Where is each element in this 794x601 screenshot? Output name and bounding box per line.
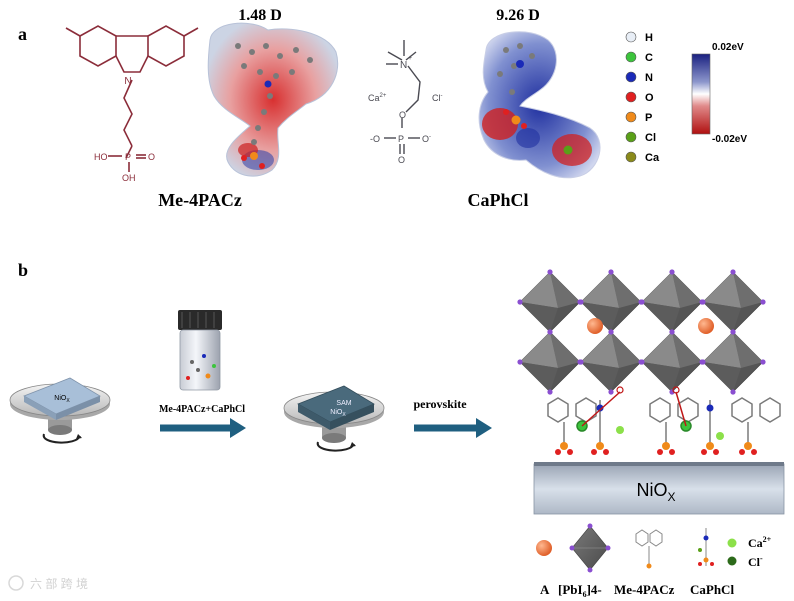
atom-legend-ca-label: Ca	[645, 152, 660, 164]
pbi6-octahedron	[517, 269, 582, 334]
atom-legend-p-swatch	[626, 112, 636, 122]
atom-legend-o-swatch	[626, 92, 636, 102]
caphcl-cl: Cl-	[432, 93, 443, 103]
caphcl-n-atom: N	[400, 60, 407, 71]
caphcl-n-charge: +	[408, 55, 412, 62]
legend-caphcl-molecule	[698, 528, 714, 566]
legend-cl-label: Cl-	[748, 554, 763, 569]
legend-caphcl-label: CaPhCl	[690, 582, 734, 597]
me4pacz-structure	[66, 26, 198, 172]
iodide-atom	[517, 359, 522, 364]
iodide-atom	[547, 389, 552, 394]
svg-text:六 部 跨 境: 六 部 跨 境	[30, 576, 88, 591]
iodide-atom	[700, 359, 705, 364]
step-1-label: Me-4PACz+CaPhCl	[159, 404, 245, 415]
atom-legend-p-label: P	[645, 112, 652, 124]
legend-pbi6-label: [PbI6]4-	[558, 582, 602, 599]
atom-legend-c-label: C	[645, 52, 653, 64]
caphcl-o-minus-right: O-	[422, 134, 431, 144]
me4pacz-dipole: 1.48 D	[238, 7, 282, 24]
iodide-atom	[517, 299, 522, 304]
atom-legend-cl-label: Cl	[645, 132, 656, 144]
panel-a-label: a	[18, 24, 27, 44]
legend-a-label: A	[540, 582, 550, 597]
me4pacz-name: Me-4PACz	[158, 190, 242, 210]
legend-cl-sphere	[728, 557, 737, 566]
pbi6-octahedron	[639, 269, 704, 334]
atom-legend-h-label: H	[645, 32, 653, 44]
atom-legend-o-label: O	[645, 92, 654, 104]
iodide-atom	[760, 299, 765, 304]
pbi6-octahedron	[578, 329, 643, 394]
iodide-atom	[730, 329, 735, 334]
atom-legend-n-swatch	[626, 72, 636, 82]
pbi6-octahedron	[517, 329, 582, 394]
caphcl-p-atom: P	[398, 134, 404, 144]
legend-ca-label: Ca2+	[748, 535, 772, 550]
me4pacz-p-atom: P	[125, 152, 131, 162]
sam-molecule-row	[548, 387, 780, 455]
colorbar-min-label: -0.02eV	[712, 134, 747, 145]
esp-colorbar	[692, 54, 710, 134]
atom-legend-cl-swatch	[626, 132, 636, 142]
arrow-step-1-head	[230, 418, 246, 438]
iodide-atom	[760, 359, 765, 364]
iodide-atom	[669, 269, 674, 274]
atom-legend-ca-swatch	[626, 152, 636, 162]
iodide-atom	[608, 269, 613, 274]
solution-vial	[178, 310, 222, 390]
caphcl-ca: Ca2+	[368, 93, 387, 103]
a-site-cation	[587, 318, 603, 334]
legend-pbi6-octahedron	[570, 524, 611, 573]
iodide-atom	[700, 299, 705, 304]
legend-ca-sphere	[728, 539, 737, 548]
pbi6-octahedron	[700, 329, 765, 394]
iodide-atom	[669, 329, 674, 334]
iodide-atom	[608, 389, 613, 394]
me4pacz-o-atom: O	[148, 152, 155, 162]
iodide-atom	[547, 329, 552, 334]
spin-coater-2	[284, 386, 384, 451]
atom-legend-n-label: N	[645, 72, 653, 84]
iodide-atom	[639, 299, 644, 304]
watermark: 六 部 跨 境	[9, 576, 88, 591]
iodide-atom	[578, 299, 583, 304]
spin-coater-1	[10, 378, 110, 443]
iodide-atom	[730, 389, 735, 394]
iodide-atom	[578, 359, 583, 364]
me4pacz-n-atom: N	[124, 76, 131, 87]
caphcl-o-double: O	[398, 155, 405, 165]
step-2-label: perovskite	[413, 397, 467, 411]
caphcl-dipole: 9.26 D	[496, 7, 540, 24]
legend-me4pacz-molecule	[636, 530, 662, 564]
atom-legend-c-swatch	[626, 52, 636, 62]
perovskite-lattice	[517, 269, 765, 394]
iodide-atom	[608, 329, 613, 334]
pbi6-octahedron	[639, 329, 704, 394]
caphcl-name: CaPhCl	[467, 190, 528, 210]
colorbar-max-label: 0.02eV	[712, 42, 744, 53]
iodide-atom	[730, 269, 735, 274]
panel-b-label: b	[18, 260, 28, 280]
caphcl-o-minus-left: -O	[370, 134, 380, 144]
me4pacz-esp-surface	[208, 23, 337, 176]
iodide-atom	[547, 269, 552, 274]
me4pacz-ho-atom: HO	[94, 152, 108, 162]
a-site-cation	[698, 318, 714, 334]
legend-a-cation-sphere	[536, 540, 552, 556]
atom-legend-h-swatch	[626, 32, 636, 42]
me4pacz-oh-atom: OH	[122, 173, 136, 183]
caphcl-esp-surface	[479, 32, 600, 178]
arrow-step-2-head	[476, 418, 492, 438]
legend-me4pacz-label: Me-4PACz	[614, 582, 675, 597]
substrate-2-sam-label: SAM	[336, 400, 351, 407]
caphcl-o-ether: O	[399, 110, 406, 120]
component-legend	[536, 524, 737, 573]
iodide-atom	[639, 359, 644, 364]
